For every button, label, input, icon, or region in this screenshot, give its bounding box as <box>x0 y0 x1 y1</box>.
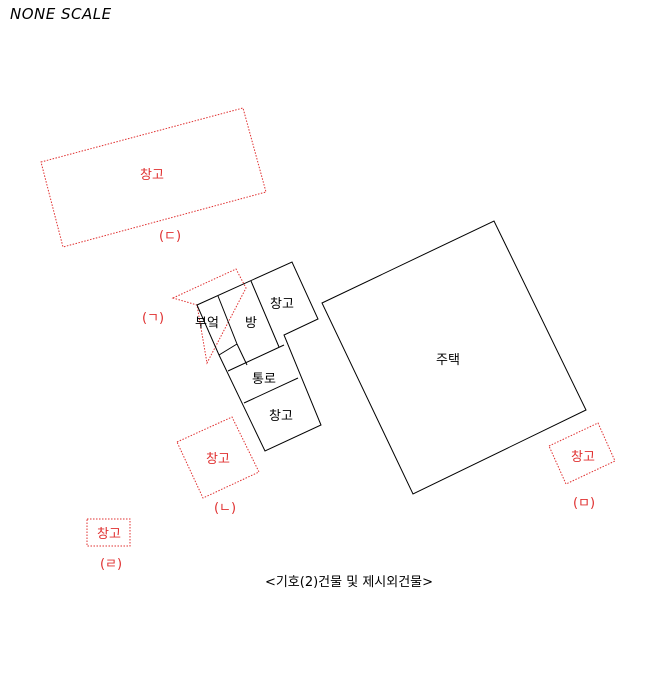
storage-e-outline <box>548 422 616 485</box>
passage-south-wall <box>243 377 299 404</box>
annex-a-outline <box>171 268 247 365</box>
storage-d-mark: (ㄹ) <box>100 557 122 572</box>
room-storage-wall <box>250 280 280 348</box>
drawing-caption: <기호(2)건물 및 제시외건물> <box>265 575 433 590</box>
annex-outline <box>196 261 322 452</box>
storage-e-mark: (ㅁ) <box>573 496 595 511</box>
storage-b-mark: (ㄴ) <box>214 501 236 516</box>
kitchen-label: 부엌 <box>195 316 219 331</box>
storage-d-outline <box>86 518 131 547</box>
kitchen-floor-line <box>218 343 238 356</box>
annex-a-mark: (ㄱ) <box>142 311 164 326</box>
storage-d-label: 창고 <box>97 527 121 542</box>
storage-b-label: 창고 <box>206 452 230 467</box>
house-outline <box>321 220 587 495</box>
storage-c-label: 창고 <box>140 168 164 183</box>
storage-e-label: 창고 <box>571 450 595 465</box>
passage-north-wall <box>227 344 285 372</box>
storage-c-mark: (ㄷ) <box>159 229 181 244</box>
room-label: 방 <box>245 316 257 331</box>
storage-top-label: 창고 <box>270 297 294 312</box>
storage-c-outline <box>40 107 267 248</box>
storage-b-outline <box>176 416 260 499</box>
scale-label: NONE SCALE <box>10 5 112 23</box>
storage-bottom-label: 창고 <box>269 409 293 424</box>
hall-divider <box>236 343 248 366</box>
passage-label: 통로 <box>252 372 276 387</box>
kitchen-room-wall <box>217 295 238 345</box>
house-label: 주택 <box>436 353 460 368</box>
